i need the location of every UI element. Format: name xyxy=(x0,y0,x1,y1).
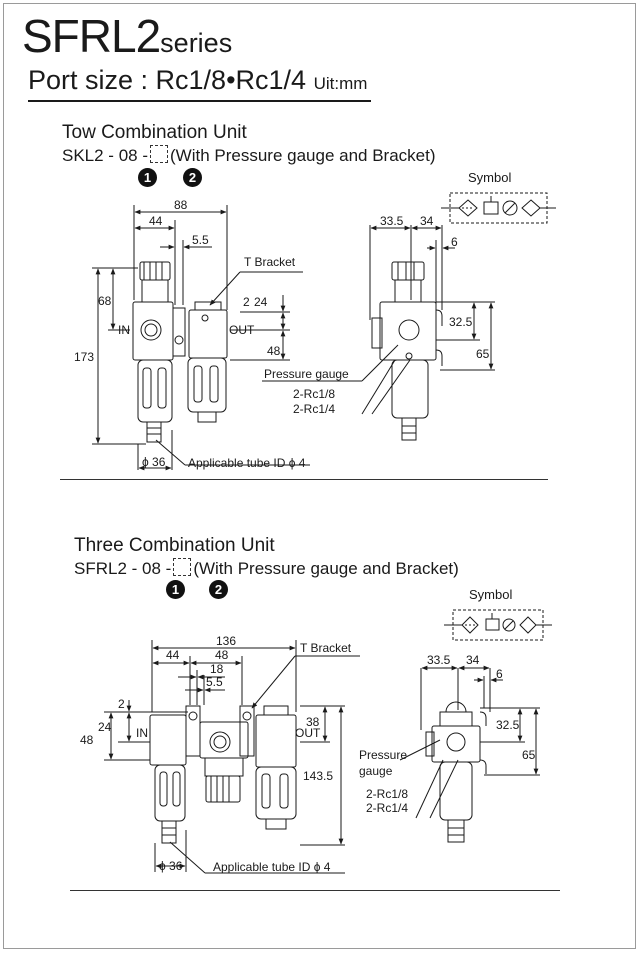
dim-6: 6 xyxy=(451,235,458,249)
symbol-label: Symbol xyxy=(468,170,511,185)
dim-65: 65 xyxy=(522,748,536,762)
two-unit-front-view xyxy=(132,261,228,443)
dim-phi-36: ϕ 36 xyxy=(142,455,166,469)
gauge-label: gauge xyxy=(359,764,393,778)
port-size-heading: Port size : Rc1/8•Rc1/4 Uit:mm xyxy=(28,64,372,102)
pressure-gauge-label: Pressure gauge xyxy=(264,367,349,381)
out-port-label: OUT xyxy=(229,323,255,337)
three-unit-title: Three Combination Unit xyxy=(74,535,275,556)
regulator-body xyxy=(132,301,174,361)
page-frame xyxy=(3,3,636,949)
dim-38: 38 xyxy=(306,715,320,729)
three-unit-side-view xyxy=(399,665,540,843)
rc-1-8-label: 2-Rc1/8 xyxy=(293,387,335,401)
section-divider xyxy=(70,890,560,891)
three-unit-dimensions xyxy=(104,640,360,874)
dim-44: 44 xyxy=(149,214,163,228)
three-unit-code: SFRL2 - 08 -(With Pressure gauge and Bra… xyxy=(74,558,459,578)
two-unit-symbol xyxy=(441,192,556,224)
tube-label: Applicable tube ID ϕ 4 xyxy=(188,456,306,470)
section-divider xyxy=(60,479,548,480)
dim-5-5: 5.5 xyxy=(192,233,209,247)
dim-88: 88 xyxy=(174,198,188,212)
dim-65: 65 xyxy=(476,347,490,361)
dim-136: 136 xyxy=(216,634,236,648)
rc-1-4-label: 2-Rc1/4 xyxy=(293,402,335,416)
dim-173: 173 xyxy=(74,350,94,364)
dim-48-vertical: 48 xyxy=(80,733,94,747)
t-bracket-label: T Bracket xyxy=(244,255,296,269)
pressure-gauge-icon xyxy=(140,319,162,341)
series-title: SFRL2series xyxy=(22,10,233,62)
option-box xyxy=(173,558,192,576)
dim-24: 24 xyxy=(254,295,268,309)
dim-32-5: 32.5 xyxy=(449,315,473,329)
in-port-label: IN xyxy=(118,323,130,337)
dim-48: 48 xyxy=(267,344,281,358)
option-box xyxy=(150,145,168,163)
dim-34: 34 xyxy=(420,214,434,228)
dim-32-5: 32.5 xyxy=(496,718,520,732)
pressure-label: Pressure xyxy=(359,748,407,762)
rc-1-8-label: 2-Rc1/8 xyxy=(366,787,408,801)
dim-phi-36: ϕ 36 xyxy=(159,859,183,873)
dim-68: 68 xyxy=(98,294,112,308)
badge-2: 2 xyxy=(209,580,228,599)
in-port-label: IN xyxy=(136,726,148,740)
badge-1: 1 xyxy=(166,580,185,599)
two-unit-side-view xyxy=(262,225,495,441)
dim-44: 44 xyxy=(166,648,180,662)
dim-6: 6 xyxy=(496,667,503,681)
dim-143-5: 143.5 xyxy=(303,769,333,783)
dim-48: 48 xyxy=(215,648,229,662)
out-port-label: OUT xyxy=(295,726,321,740)
three-unit-symbol xyxy=(444,609,552,641)
t-bracket-label: T Bracket xyxy=(300,641,352,655)
dim-33-5: 33.5 xyxy=(380,214,404,228)
badge-1: 1 xyxy=(138,168,157,187)
dim-34: 34 xyxy=(466,653,480,667)
dim-5-5: 5.5 xyxy=(206,675,223,689)
dim-18: 18 xyxy=(210,662,224,676)
badge-2: 2 xyxy=(183,168,202,187)
two-unit-code: SKL2 - 08 -(With Pressure gauge and Brac… xyxy=(62,145,436,165)
dim-24: 24 xyxy=(98,720,112,734)
dim-33-5: 33.5 xyxy=(427,653,451,667)
tube-label: Applicable tube ID ϕ 4 xyxy=(213,860,331,874)
dim-2: 2 xyxy=(243,295,250,309)
rc-1-4-label: 2-Rc1/4 xyxy=(366,801,408,815)
two-unit-dimensions xyxy=(92,205,310,471)
symbol-label: Symbol xyxy=(469,587,512,602)
three-unit-front-view xyxy=(149,705,297,844)
dim-2: 2 xyxy=(118,697,125,711)
two-unit-title: Tow Combination Unit xyxy=(62,122,247,143)
